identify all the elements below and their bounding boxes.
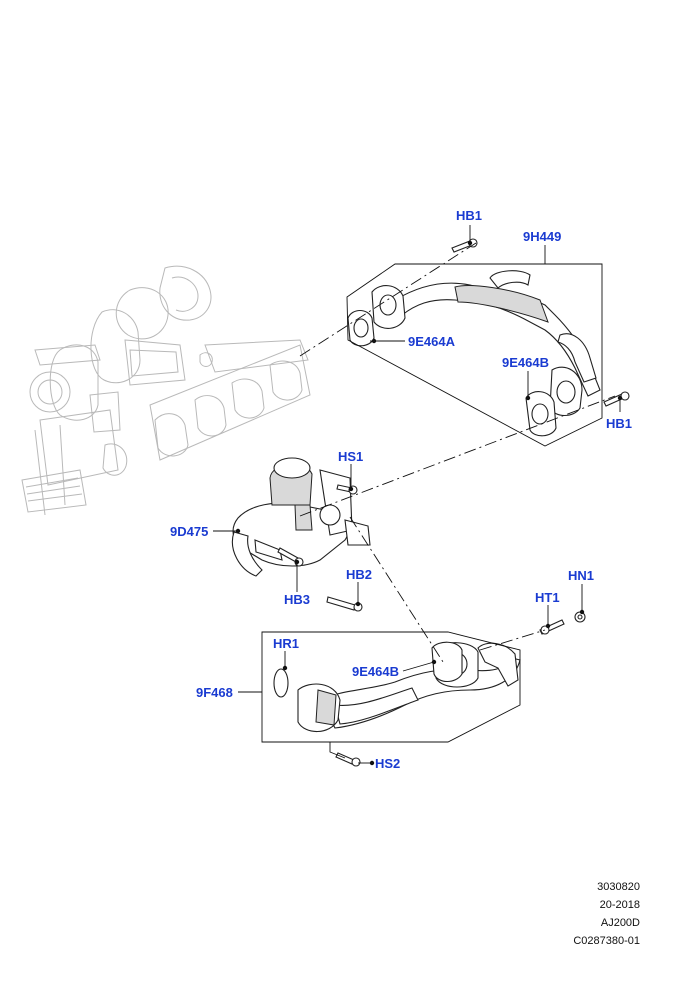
gasket-9e464a xyxy=(347,309,375,347)
assembly-frame-upper xyxy=(346,263,603,447)
bolt-hb1-top xyxy=(451,238,478,253)
leader-dots xyxy=(235,240,623,766)
egr-valve-9d475 xyxy=(232,457,371,577)
leader-lines xyxy=(213,225,621,764)
reference-drawing-id: C0287380-01 xyxy=(573,935,640,947)
callout-hb1-top[interactable]: HB1 xyxy=(456,208,482,223)
gasket-9e464b-upper xyxy=(525,391,557,437)
reference-date: 20-2018 xyxy=(599,899,640,911)
callout-hs2[interactable]: HS2 xyxy=(375,756,400,771)
callout-9h449[interactable]: 9H449 xyxy=(523,229,561,244)
callout-9e464b-upper[interactable]: 9E464B xyxy=(502,355,549,370)
callout-hs1[interactable]: HS1 xyxy=(338,449,363,464)
callout-hr1[interactable]: HR1 xyxy=(273,636,299,651)
alignment-lines xyxy=(299,242,616,666)
callout-hb2[interactable]: HB2 xyxy=(346,567,372,582)
drawing-reference-block: 3030820 20-2018 AJ200D C0287380-01 xyxy=(573,878,640,950)
egr-pipe-9f468 xyxy=(297,642,521,733)
bolt-hb2 xyxy=(326,596,363,612)
egr-pipe-9h449 xyxy=(371,270,601,417)
callout-hb1-right[interactable]: HB1 xyxy=(606,416,632,431)
callout-hb3[interactable]: HB3 xyxy=(284,592,310,607)
bolt-hs2 xyxy=(335,752,361,767)
callout-9f468[interactable]: 9F468 xyxy=(196,685,233,700)
bolt-hb1-right xyxy=(603,391,630,407)
gasket-9e464b-lower xyxy=(431,641,463,683)
callout-9d475[interactable]: 9D475 xyxy=(170,524,208,539)
reference-number: 3030820 xyxy=(597,881,640,893)
callout-9e464a[interactable]: 9E464A xyxy=(408,334,456,349)
o-ring-hr1 xyxy=(273,668,289,698)
assembly-frame-lower xyxy=(261,631,521,743)
callout-ht1[interactable]: HT1 xyxy=(535,590,560,605)
callout-hn1[interactable]: HN1 xyxy=(568,568,594,583)
reference-model: AJ200D xyxy=(600,917,640,929)
stud-ht1 xyxy=(539,619,565,635)
callout-9e464b-lower[interactable]: 9E464B xyxy=(352,664,399,679)
callout-labels: HB1 9H449 9E464A 9E464B HB1 HS1 9D475 HB… xyxy=(170,208,632,771)
turbo-manifold-ghost xyxy=(21,265,311,516)
